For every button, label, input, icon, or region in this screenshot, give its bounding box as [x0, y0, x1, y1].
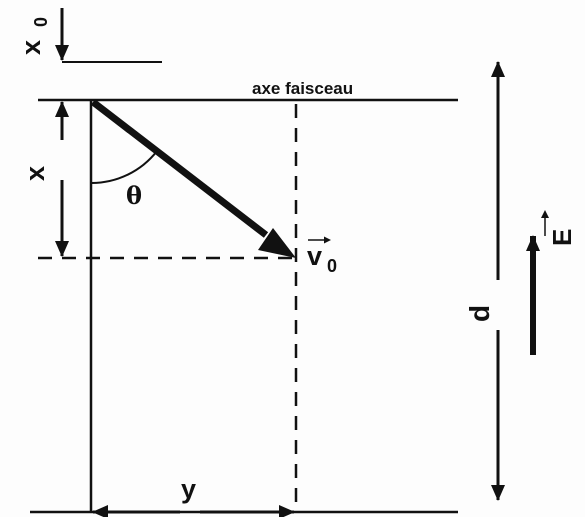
theta-angle-arc: [90, 150, 158, 185]
v0-label-subscript: 0: [327, 256, 337, 276]
e-vector-arrowhead: [541, 210, 549, 218]
e-label: E: [547, 229, 577, 246]
x-label: x: [20, 166, 50, 181]
x0-label-letter: x: [16, 40, 46, 55]
v0-vector-arrowhead: [324, 236, 331, 244]
v0-label-letter: v: [307, 241, 322, 271]
x0-label-subscript: 0: [31, 17, 51, 27]
y-label: y: [181, 474, 196, 504]
velocity-vector-arrowhead: [258, 228, 296, 258]
beam-axis-label: axe faisceau: [252, 79, 353, 98]
d-label: d: [464, 305, 495, 322]
theta-label: θ: [126, 181, 142, 210]
velocity-vector-arrow: [90, 99, 269, 238]
